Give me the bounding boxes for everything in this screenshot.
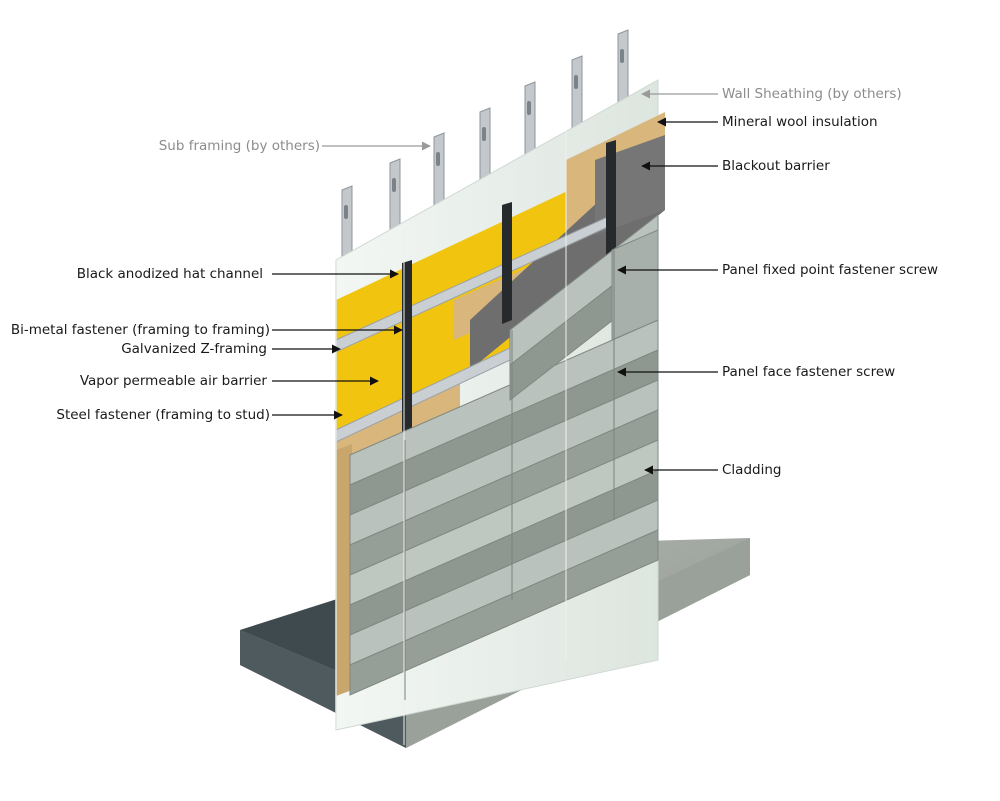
cladding	[349, 213, 659, 700]
label-black-anodized-hat-channel: Black anodized hat channel	[76, 266, 263, 282]
label-panel-fixed-point-fastener-screw: Panel fixed point fastener screw	[722, 262, 939, 278]
label-panel-face-fastener-screw: Panel face fastener screw	[722, 364, 896, 380]
label-wall-sheathing: Wall Sheathing (by others)	[722, 86, 902, 102]
label-vapor-permeable-air-barrier: Vapor permeable air barrier	[79, 373, 267, 389]
label-galvanized-z-framing: Galvanized Z-framing	[121, 341, 267, 357]
label-steel-fastener: Steel fastener (framing to stud)	[56, 407, 270, 423]
leader-lines	[272, 89, 718, 475]
sub-framing-studs	[341, 29, 629, 275]
label-cladding: Cladding	[722, 462, 782, 478]
label-blackout-barrier: Blackout barrier	[722, 158, 830, 174]
label-bi-metal-fastener: Bi-metal fastener (framing to framing)	[10, 322, 270, 338]
label-sub-framing: Sub framing (by others)	[158, 138, 320, 154]
label-mineral-wool-insulation: Mineral wool insulation	[722, 114, 878, 130]
